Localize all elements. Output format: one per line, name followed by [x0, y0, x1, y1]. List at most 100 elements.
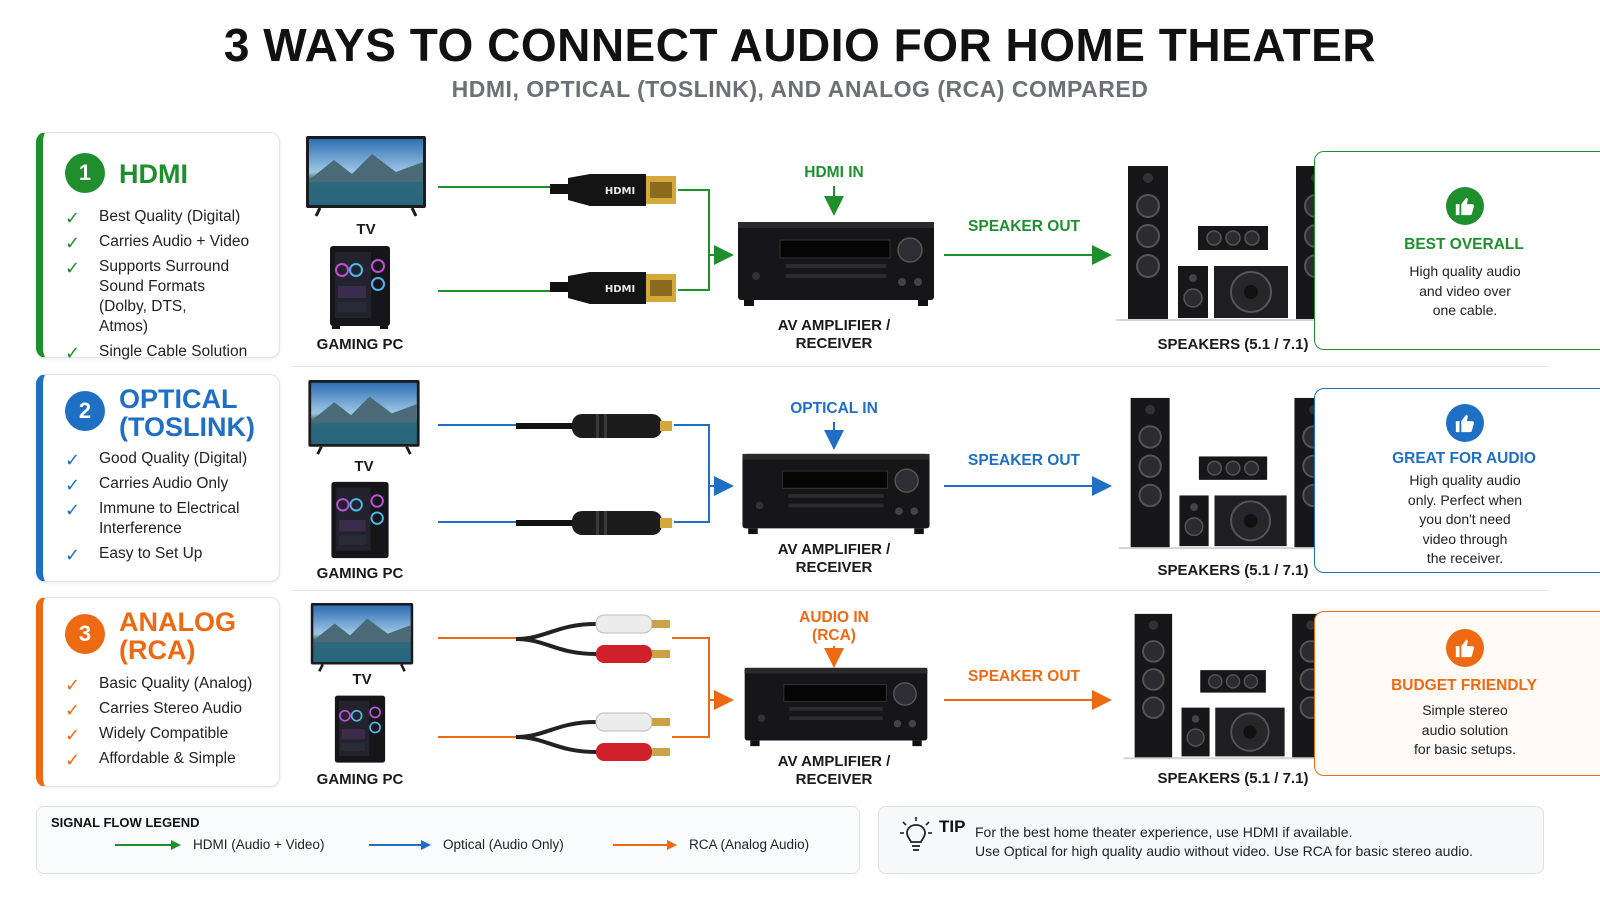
row-divider [290, 366, 1550, 367]
list-item: ✓Supports Surround Sound Formats (Dolby,… [65, 258, 230, 335]
tip-line-1: For the best home theater experience, us… [975, 824, 1353, 840]
check-icon: ✓ [65, 233, 81, 253]
legend-title: SIGNAL FLOW LEGEND [51, 815, 200, 830]
row-divider [290, 590, 1550, 591]
hdmi-card: 1 HDMI ✓Best Quality (Digital) ✓Carries … [36, 132, 280, 363]
speaker-out-label: SPEAKER OUT [968, 452, 1080, 469]
check-icon: ✓ [65, 343, 81, 363]
card-title: OPTICAL(TOSLINK) [119, 384, 255, 442]
tv-label: TV [354, 458, 374, 475]
tv-icon [306, 136, 426, 217]
check-icon: ✓ [65, 725, 81, 745]
step-number: 3 [65, 614, 105, 654]
list-item: ✓Widely Compatible [65, 725, 229, 745]
input-label: HDMI IN [804, 164, 864, 181]
input-label: AUDIO IN(RCA) [799, 609, 869, 644]
feature-list: ✓Good Quality (Digital) ✓Carries Audio O… [65, 449, 255, 569]
feature-list: ✓Basic Quality (Analog) ✓Carries Stereo … [65, 674, 252, 774]
list-item: ✓Affordable & Simple [65, 750, 236, 770]
legend-item-rca: RCA (Analog Audio) [613, 837, 809, 852]
step-number: 1 [65, 153, 105, 193]
receiver-label: AV AMPLIFIER /RECEIVER [777, 753, 891, 788]
gaming-pc-icon [334, 695, 386, 763]
recommendation-title: GREAT FOR AUDIO [1392, 450, 1536, 467]
input-label: OPTICAL IN [790, 400, 878, 417]
card-title: ANALOG(RCA) [119, 607, 236, 665]
thumbs-up-icon [1446, 404, 1484, 442]
cable-brand-label: HDMI [605, 284, 635, 295]
gaming-pc-label: GAMING PC [316, 565, 404, 582]
list-item: ✓Carries Stereo Audio [65, 700, 243, 720]
gaming-pc-label: GAMING PC [316, 336, 404, 353]
analog-card: 3 ANALOG(RCA) ✓Basic Quality (Analog) ✓C… [36, 597, 280, 787]
step-number: 2 [65, 391, 105, 431]
green-arrow-icon [115, 839, 181, 850]
hdmi-cable-icon: HDMI [550, 272, 676, 304]
signal-flow-legend: SIGNAL FLOW LEGEND HDMI (Audio + Video) … [36, 806, 860, 874]
check-icon: ✓ [65, 750, 81, 770]
page-subtitle: HDMI, OPTICAL (TOSLINK), AND ANALOG (RCA… [451, 76, 1149, 102]
check-icon: ✓ [65, 258, 81, 278]
list-item: ✓Carries Audio + Video [65, 233, 250, 253]
av-receiver-icon [742, 453, 930, 535]
blue-arrow-icon [369, 839, 431, 850]
gaming-pc-icon [331, 481, 389, 559]
check-icon: ✓ [65, 545, 81, 565]
tv-label: TV [352, 671, 372, 688]
legend-item-hdmi: HDMI (Audio + Video) [115, 837, 324, 852]
orange-arrow-icon [613, 839, 677, 850]
receiver-label: AV AMPLIFIER /RECEIVER [777, 541, 891, 576]
hdmi-cable-icon: HDMI [550, 174, 676, 206]
speakers-label: SPEAKERS (5.1 / 7.1) [1157, 770, 1309, 787]
speaker-out-label: SPEAKER OUT [968, 668, 1080, 685]
tip-box: TIP For the best home theater experience… [878, 806, 1544, 874]
legend-item-optical: Optical (Audio Only) [369, 837, 564, 852]
tv-label: TV [356, 221, 376, 238]
tip-line-2: Use Optical for high quality audio witho… [975, 843, 1474, 859]
list-item: ✓Easy to Set Up [65, 545, 203, 565]
recommendation-title: BEST OVERALL [1404, 236, 1524, 253]
list-item: ✓Carries Audio Only [65, 475, 229, 495]
optical-card: 2 OPTICAL(TOSLINK) ✓Good Quality (Digita… [36, 374, 280, 582]
check-icon: ✓ [65, 500, 81, 520]
gaming-pc-icon [330, 246, 390, 329]
list-item: ✓Best Quality (Digital) [65, 208, 241, 228]
optical-cable-icon [516, 511, 672, 535]
speakers-icon [1123, 613, 1345, 760]
tv-icon [310, 603, 414, 672]
card-title: HDMI [119, 159, 188, 189]
thumbs-up-icon [1446, 187, 1484, 225]
rca-cable-icon [516, 712, 670, 761]
tv-icon [308, 380, 420, 455]
optical-cable-icon [516, 414, 672, 438]
check-icon: ✓ [65, 675, 81, 695]
tip-label: TIP [939, 817, 966, 836]
speaker-out-label: SPEAKER OUT [968, 218, 1080, 235]
lightbulb-icon [900, 817, 932, 851]
av-receiver-icon [744, 667, 928, 747]
receiver-label: AV AMPLIFIER /RECEIVER [777, 317, 891, 352]
check-icon: ✓ [65, 475, 81, 495]
list-item: ✓Single Cable Solution [65, 343, 248, 363]
check-icon: ✓ [65, 208, 81, 228]
list-item: ✓Good Quality (Digital) [65, 450, 248, 470]
gaming-pc-label: GAMING PC [316, 771, 404, 788]
page-title: 3 WAYS TO CONNECT AUDIO FOR HOME THEATER [223, 19, 1377, 71]
list-item: ✓Basic Quality (Analog) [65, 675, 253, 695]
rca-cable-icon [516, 614, 670, 663]
feature-list: ✓Best Quality (Digital) ✓Carries Audio +… [65, 207, 249, 367]
av-receiver-icon [738, 222, 934, 306]
thumbs-up-icon [1446, 629, 1484, 667]
speakers-label: SPEAKERS (5.1 / 7.1) [1157, 336, 1309, 353]
check-icon: ✓ [65, 700, 81, 720]
cable-brand-label: HDMI [605, 186, 635, 197]
list-item: ✓Immune to Electrical Interference [65, 500, 240, 537]
